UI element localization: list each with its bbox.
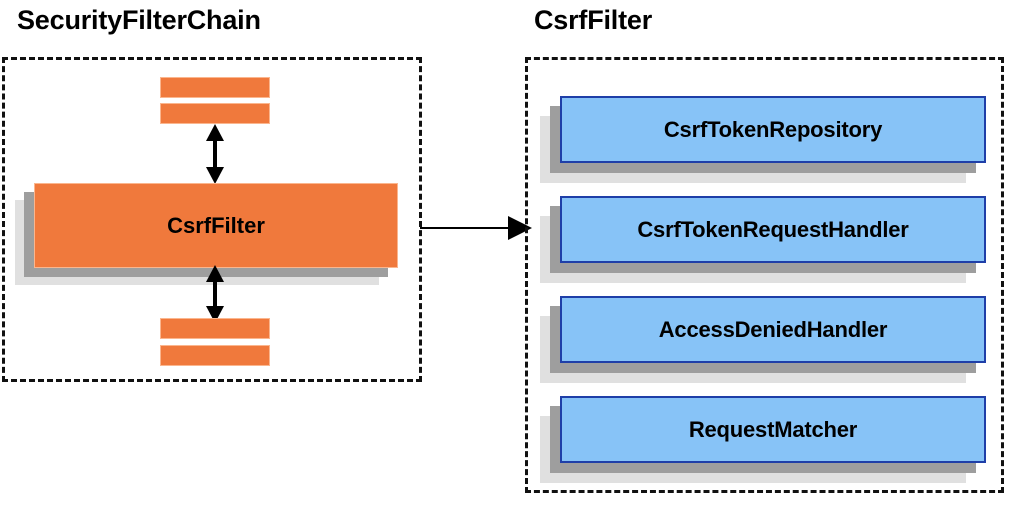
- arrow-above-to-csrf-filter: [206, 124, 224, 184]
- arrow-chain-to-csrf-detail: [420, 216, 532, 240]
- filter-bar-below-bottom: [160, 345, 270, 366]
- node-csrf-filter-label: CsrfFilter: [167, 212, 265, 238]
- security-filter-chain-container: [2, 57, 422, 382]
- filter-bar-above-top: [160, 77, 270, 98]
- node-access-denied-handler[interactable]: AccessDeniedHandler: [560, 296, 986, 363]
- node-csrf-token-request-handler[interactable]: CsrfTokenRequestHandler: [560, 196, 986, 263]
- node-csrf-token-request-handler-label: CsrfTokenRequestHandler: [637, 216, 909, 242]
- node-request-matcher-label: RequestMatcher: [688, 416, 858, 442]
- node-request-matcher[interactable]: RequestMatcher: [560, 396, 986, 463]
- panel-title-csrf-filter: CsrfFilter: [534, 5, 653, 35]
- node-csrf-token-repository-label: CsrfTokenRepository: [663, 116, 883, 142]
- panel-title-security-filter-chain: SecurityFilterChain: [17, 5, 261, 35]
- node-csrf-token-repository[interactable]: CsrfTokenRepository: [560, 96, 986, 163]
- node-access-denied-handler-label: AccessDeniedHandler: [658, 316, 888, 342]
- csrf-filter-detail-container: [525, 57, 1004, 493]
- filter-bar-above-bottom: [160, 103, 270, 124]
- arrow-csrf-filter-to-below: [206, 265, 224, 323]
- node-csrf-filter[interactable]: CsrfFilter: [34, 183, 398, 268]
- filter-bar-below-top: [160, 318, 270, 339]
